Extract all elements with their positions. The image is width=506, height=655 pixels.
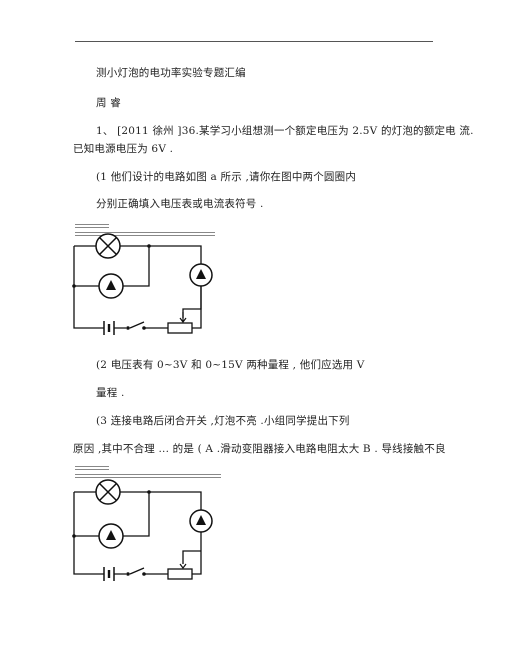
question-3-line-b: 原因 ,其中不合理 ... 的是 ( A .滑动变阻器接入电路电阻太大 B . … — [73, 443, 446, 455]
figure-rule-b — [75, 474, 221, 475]
meter-circle-right-icon — [189, 263, 213, 287]
question-2-line-b: 量程 . — [96, 387, 125, 399]
circuit-diagram-a — [72, 233, 213, 335]
document-author: 周 睿 — [96, 97, 121, 109]
decorative-double-rule-a2 — [75, 227, 109, 228]
figure-rule-a — [75, 232, 215, 233]
circuit-diagram-b — [72, 479, 213, 581]
switch-icon — [126, 326, 146, 330]
question-2-line-a: (2 电压表有 0~3V 和 0~15V 两种量程 , 他们应选用 V — [96, 359, 365, 371]
battery-icon — [103, 321, 115, 335]
decorative-double-rule-b2 — [75, 469, 109, 470]
top-rule — [75, 41, 433, 42]
rheostat-icon-b — [167, 563, 193, 580]
switch-icon-b — [126, 572, 146, 576]
question-1-line-d: 分别正确填入电压表或电流表符号 . — [96, 198, 264, 210]
meter-circle-right-icon-b — [189, 509, 213, 533]
decorative-double-rule-b — [75, 466, 109, 467]
lamp-icon — [95, 233, 121, 259]
question-1-line-b: 已知电源电压为 6V . — [73, 143, 174, 155]
battery-icon-b — [103, 567, 115, 581]
question-3-line-a: (3 连接电路后闭合开关 ,灯泡不亮 .小组同学提出下列 — [96, 415, 350, 427]
meter-circle-left-icon — [98, 273, 124, 299]
question-1-line-c: (1 他们设计的电路如图 a 所示 ,请你在图中两个圆圈内 — [96, 171, 357, 183]
figure-rule-a2 — [75, 235, 215, 236]
decorative-double-rule-a — [75, 224, 109, 225]
rheostat-icon — [167, 312, 193, 334]
document-title: 测小灯泡的电功率实验专题汇编 — [96, 67, 246, 79]
meter-circle-left-icon-b — [98, 523, 124, 549]
lamp-icon-b — [95, 479, 121, 505]
figure-rule-b2 — [75, 477, 221, 478]
question-1-line-a: 1、 [2011 徐州 ]36.某学习小组想测一个额定电压为 2.5V 的灯泡的… — [96, 125, 474, 137]
